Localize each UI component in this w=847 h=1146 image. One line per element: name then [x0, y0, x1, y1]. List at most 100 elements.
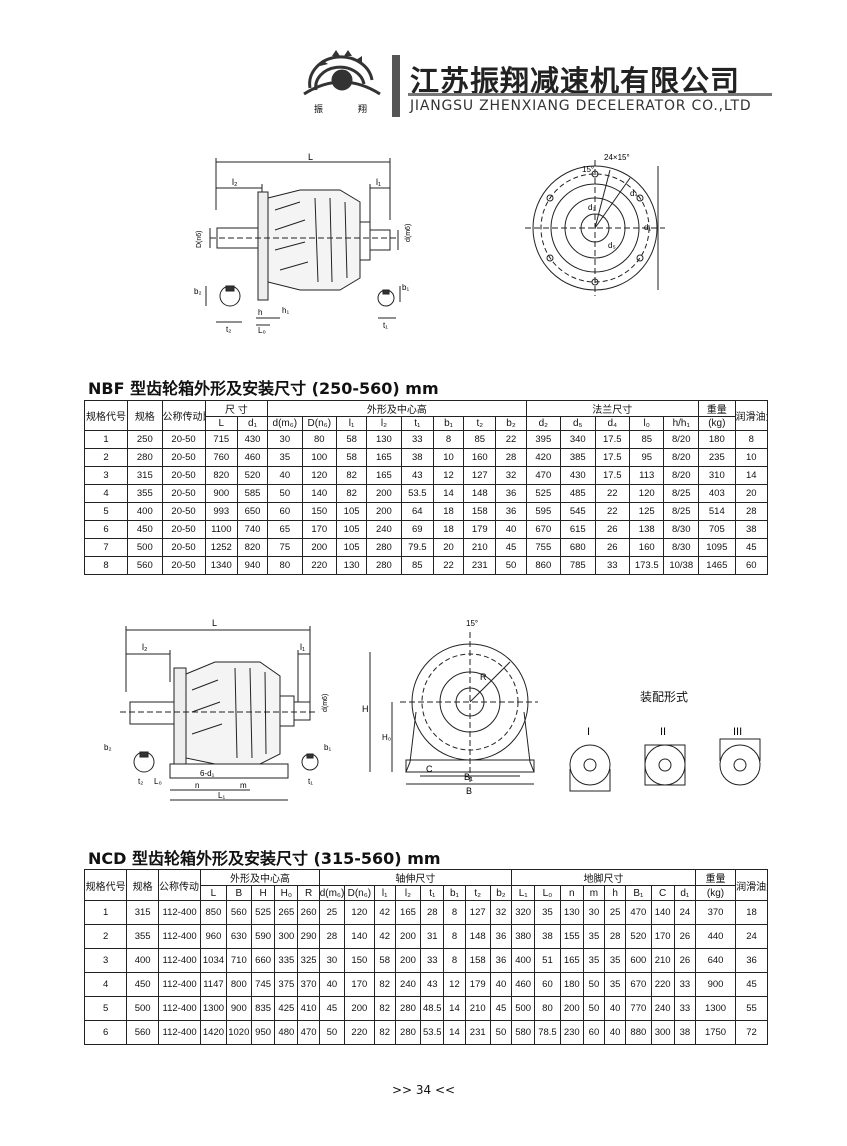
table-cell: 69	[400, 520, 434, 539]
table-cell: 1	[83, 900, 128, 925]
table-cell: 385	[560, 448, 596, 467]
table-cell: 79.5	[400, 538, 434, 557]
table-cell: 20	[734, 484, 769, 503]
table-cell: 24	[735, 924, 768, 949]
table-cell: 231	[463, 556, 497, 575]
table-cell: 33	[594, 556, 631, 575]
table-cell: 82	[373, 1020, 396, 1045]
company-logo: 振 翔	[300, 50, 386, 116]
table-cell: 53.5	[420, 1020, 445, 1045]
table-cell: 8/20	[663, 466, 699, 485]
table-cell: 120	[344, 900, 375, 925]
ncd-front-drawing: 15° R H H₀ C B₁ B	[362, 619, 538, 796]
dim-l2: l₂	[232, 177, 238, 187]
table-cell: 8	[734, 430, 769, 449]
sub-header: L₀	[534, 885, 561, 901]
table-cell: 148	[463, 484, 497, 503]
group-header: 重量	[698, 400, 736, 417]
table-cell: 670	[525, 520, 562, 539]
col-header: 规格	[127, 400, 163, 431]
group-header: 轴伸尺寸	[318, 869, 513, 886]
group-header: 重量	[694, 869, 737, 886]
table-cell: 755	[525, 538, 562, 557]
table-cell: 20-50	[161, 466, 206, 485]
table-cell: 82	[336, 484, 368, 503]
table-cell: 670	[625, 972, 652, 997]
table-cell: 20-50	[161, 502, 206, 521]
table-cell: 50	[489, 1020, 513, 1045]
table-cell: 148	[464, 924, 491, 949]
table-cell: 485	[560, 484, 596, 503]
table-cell: 45	[495, 538, 527, 557]
sub-header: l₁	[373, 885, 396, 901]
table-cell: 33	[420, 948, 445, 973]
table-cell: 38	[534, 924, 561, 949]
table-cell: 36	[735, 948, 768, 973]
table-cell: 105	[336, 538, 368, 557]
table-cell: 80	[267, 556, 303, 575]
table-cell: 514	[698, 502, 736, 521]
group-header: 外形及中心高	[200, 869, 320, 886]
table-cell: 82	[373, 996, 396, 1021]
table-cell: 660	[250, 948, 276, 973]
table-cell: 14	[443, 996, 466, 1021]
table-cell: 235	[698, 448, 736, 467]
table-cell: 51	[534, 948, 561, 973]
table-cell: 5	[83, 996, 128, 1021]
table-cell: 950	[250, 1020, 276, 1045]
table-cell: 72	[735, 1020, 768, 1045]
table-cell: 230	[559, 1020, 584, 1045]
sub-header: l₁	[336, 416, 368, 431]
table-cell: 8/25	[663, 502, 699, 521]
table-cell: 165	[366, 448, 402, 467]
table-cell: 17.5	[594, 466, 631, 485]
table-cell: 150	[344, 948, 375, 973]
table-cell: 430	[560, 466, 596, 485]
table-cell: 680	[560, 538, 596, 557]
ncd-dim-B1: B₁	[464, 772, 473, 782]
table-cell: 820	[204, 466, 238, 485]
dim-D: D(n6)	[196, 230, 203, 248]
table-cell: 18	[432, 502, 465, 521]
table-cell: 545	[560, 502, 596, 521]
table-cell: 5	[83, 502, 129, 521]
table-cell: 48.5	[420, 996, 445, 1021]
table-cell: 8	[443, 900, 466, 925]
table1-title: NBF 型齿轮箱外形及安装尺寸 (250-560) mm	[88, 379, 439, 398]
sub-header: b₂	[489, 885, 513, 901]
table-cell: 220	[650, 972, 675, 997]
table-cell: 40	[318, 972, 346, 997]
table-cell: 310	[698, 466, 736, 485]
sub-header: t₁	[420, 885, 445, 901]
table-cell: 300	[274, 924, 299, 949]
table-cell: 900	[694, 972, 737, 997]
table-cell: 600	[625, 948, 652, 973]
company-name-en: JIANGSU ZHENXIANG DECELERATOR CO.,LTD	[410, 98, 752, 114]
form-I: I	[587, 726, 590, 738]
dim-d: d(m6)	[405, 224, 412, 242]
table-cell: 410	[297, 996, 320, 1021]
table-cell: 105	[336, 502, 368, 521]
table-cell: 470	[625, 900, 652, 925]
dim-angle-24x15: 24×15°	[604, 153, 630, 162]
table-cell: 1	[83, 430, 129, 449]
table-cell: 20-50	[161, 520, 206, 539]
table-cell: 595	[525, 502, 562, 521]
dim-d4: d₄	[630, 189, 638, 198]
table-cell: 2	[83, 924, 128, 949]
table-cell: 43	[420, 972, 445, 997]
table-cell: 220	[344, 1020, 375, 1045]
sub-header: (kg)	[694, 885, 737, 901]
table-cell: 36	[489, 948, 513, 973]
table-cell: 45	[318, 996, 346, 1021]
table-cell: 138	[628, 520, 665, 539]
table-cell: 200	[344, 996, 375, 1021]
table-cell: 280	[127, 448, 163, 467]
table-cell: 470	[297, 1020, 320, 1045]
table-cell: 28	[495, 448, 527, 467]
assembly-title: 装配形式	[640, 690, 689, 704]
sub-header: d₁	[673, 885, 696, 901]
table-cell: 55	[735, 996, 768, 1021]
table-cell: 1300	[694, 996, 737, 1021]
